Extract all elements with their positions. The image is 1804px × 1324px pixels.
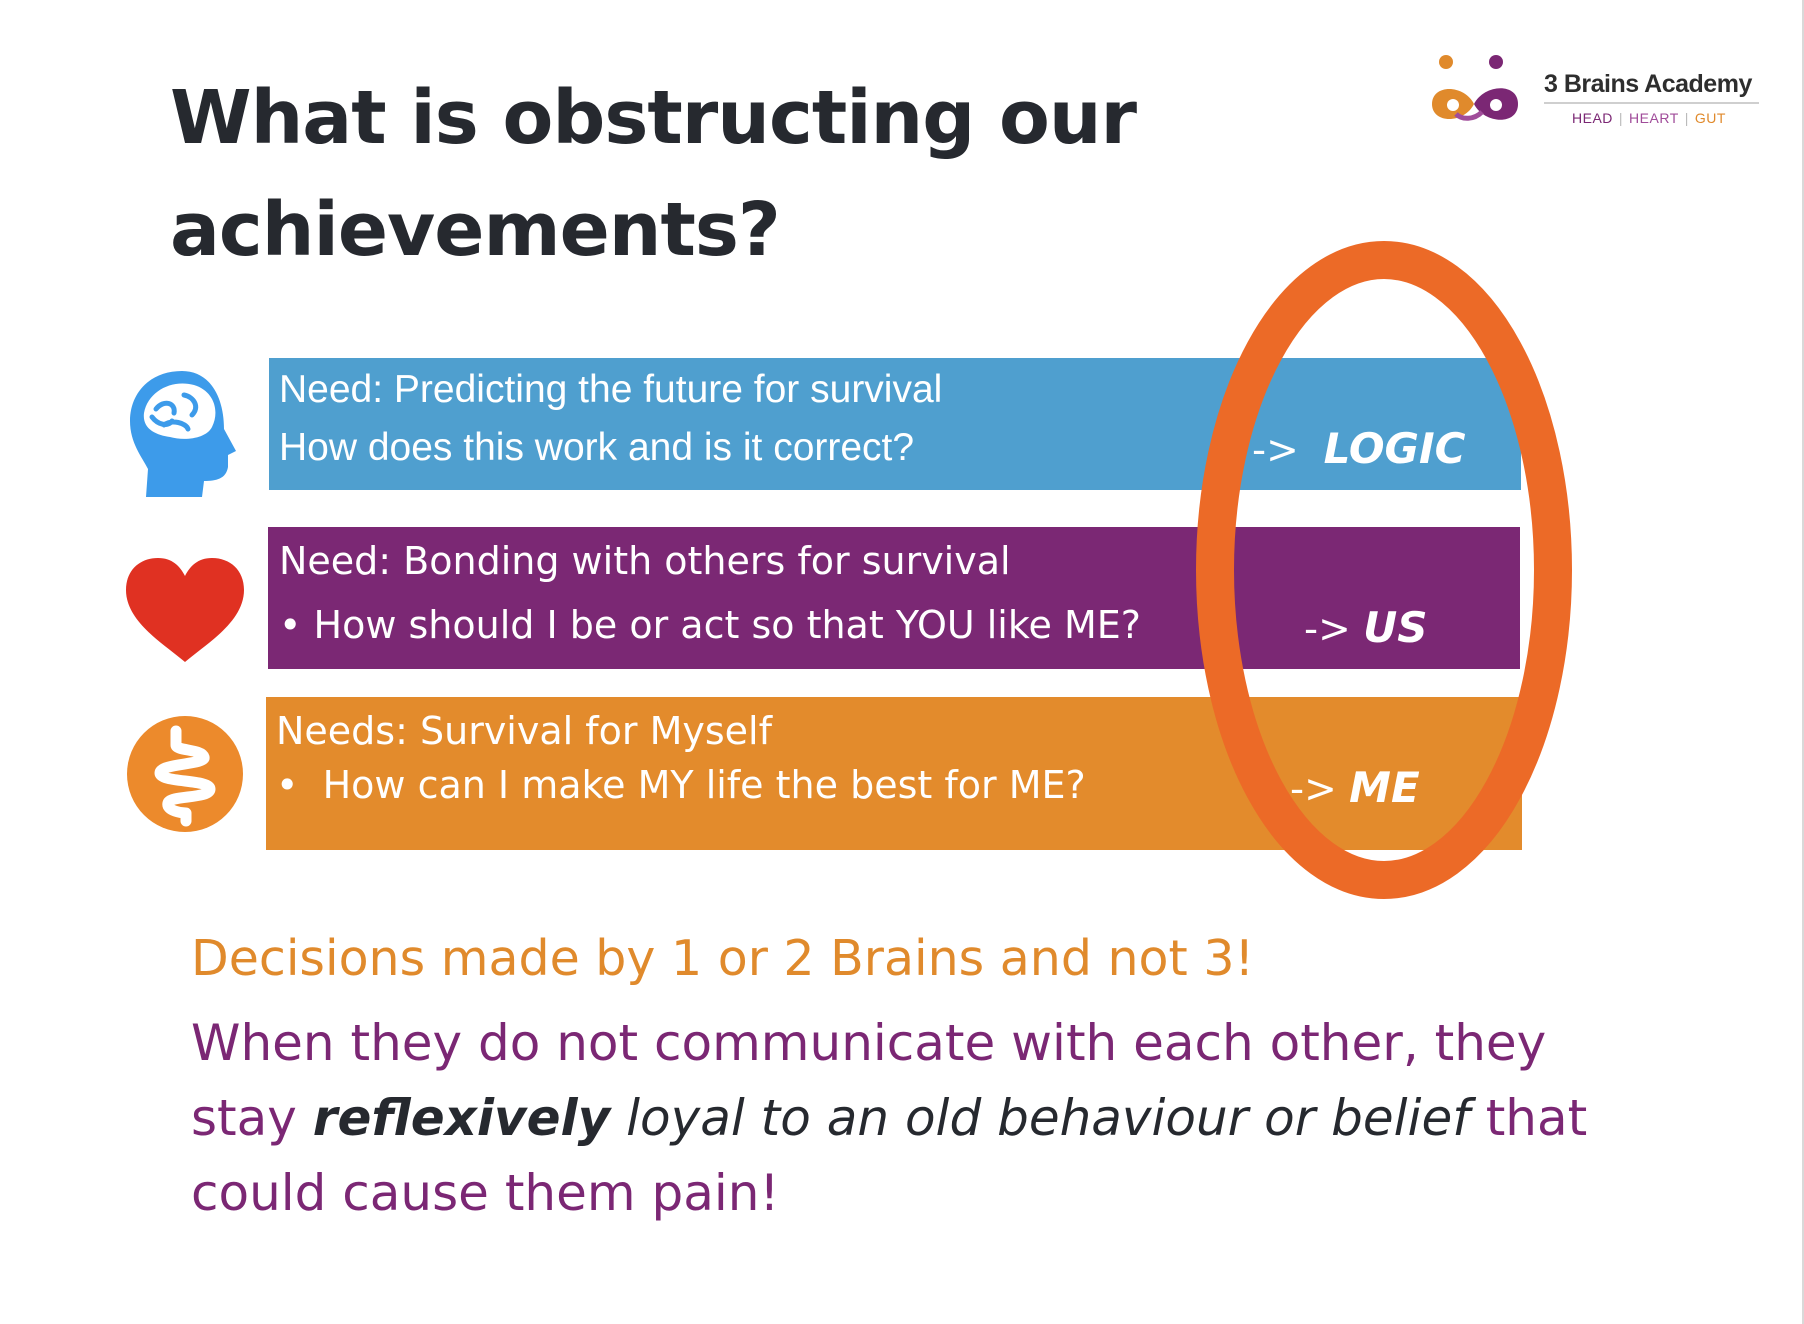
para-part-2: loyal to an old behaviour or belief xyxy=(610,1089,1470,1147)
row-me-question: How can I make MY life the best for ME? xyxy=(322,763,1086,807)
tag-gut: GUT xyxy=(1694,110,1726,126)
need-row-logic: Need: Predicting the future for survival… xyxy=(269,358,1521,490)
para-part-1: When they do not communicate with each o… xyxy=(191,1014,1547,1147)
row-us-outcome: -> US xyxy=(1304,603,1428,652)
brand-divider xyxy=(1544,102,1759,104)
slide-title: What is obstructing our achievements? xyxy=(170,62,1170,286)
brand-tagline: HEAD|HEART|GUT xyxy=(1572,110,1726,126)
row-me-title: Needs: Survival for Myself xyxy=(276,709,772,753)
row-me-question-item: • How can I make MY life the best for ME… xyxy=(276,763,1086,807)
row-us-bullet: • xyxy=(279,603,302,647)
row-me-arrow: -> xyxy=(1290,767,1337,812)
row-logic-outcome: -> LOGIC xyxy=(1252,424,1465,473)
row-me-outcome: -> ME xyxy=(1290,763,1420,812)
row-me-keyword: ME xyxy=(1349,763,1420,812)
row-us-keyword: US xyxy=(1363,603,1428,652)
heart-icon xyxy=(126,558,244,662)
need-row-us: Need: Bonding with others for survival •… xyxy=(268,527,1520,669)
brand-logo: 3 Brains Academy HEAD|HEART|GUT xyxy=(1426,54,1766,144)
slide-edge xyxy=(1802,0,1804,1324)
row-us-question: How should I be or act so that YOU like … xyxy=(313,603,1141,647)
brand-name: 3 Brains Academy xyxy=(1544,70,1752,98)
head-brain-icon xyxy=(130,371,236,497)
row-logic-question: How does this work and is it correct? xyxy=(279,426,915,469)
row-us-arrow: -> xyxy=(1304,607,1351,652)
title-line-1: What is obstructing our xyxy=(170,75,1137,161)
row-us-question-item: • How should I be or act so that YOU lik… xyxy=(279,603,1141,647)
title-line-2: achievements? xyxy=(170,187,781,273)
row-logic-title: Need: Predicting the future for survival xyxy=(279,368,943,411)
para-part-3: that could cause them pain! xyxy=(191,1089,1588,1222)
row-me-bullet: • xyxy=(276,763,299,807)
infinity-logo-icon xyxy=(1432,55,1518,121)
gut-intestine-icon xyxy=(127,716,243,832)
tag-head: HEAD xyxy=(1572,110,1613,126)
para-emphasis: reflexively xyxy=(312,1089,611,1147)
row-us-title: Need: Bonding with others for survival xyxy=(279,539,1011,583)
tag-heart: HEART xyxy=(1629,110,1679,126)
need-row-me: Needs: Survival for Myself • How can I m… xyxy=(266,697,1522,850)
row-logic-arrow: -> xyxy=(1252,428,1299,473)
para-emphasis-phrase: reflexively loyal to an old behaviour or… xyxy=(313,1089,1470,1147)
decisions-caption: Decisions made by 1 or 2 Brains and not … xyxy=(191,930,1255,987)
explanation-paragraph: When they do not communicate with each o… xyxy=(191,1006,1651,1231)
row-logic-keyword: LOGIC xyxy=(1323,424,1466,473)
